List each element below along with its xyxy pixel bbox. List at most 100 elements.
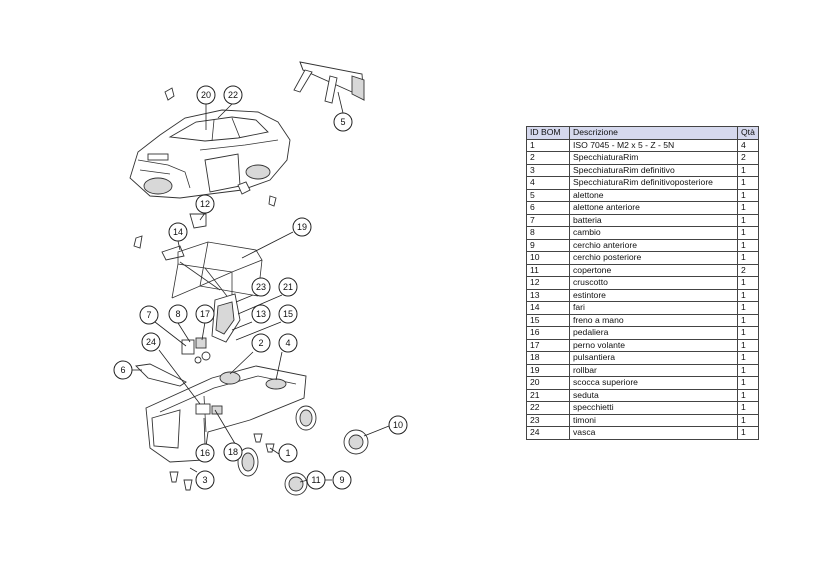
bom-cell-description: pedaliera	[569, 326, 738, 340]
svg-text:3: 3	[202, 475, 207, 485]
bom-cell-description: batteria	[569, 213, 738, 227]
bom-cell-description: pulsantiera	[569, 351, 738, 365]
bom-cell-id: 18	[526, 351, 570, 365]
bom-cell-quantity: 1	[737, 388, 759, 402]
svg-text:7: 7	[146, 310, 151, 320]
bom-cell-quantity: 1	[737, 376, 759, 390]
bom-cell-description: rollbar	[569, 363, 738, 377]
front-splitter	[135, 363, 187, 387]
svg-text:2: 2	[258, 338, 263, 348]
balloon-9: 9	[332, 470, 352, 490]
svg-text:4: 4	[285, 338, 290, 348]
bom-cell-description: SpecchiaturaRim definitivo	[569, 163, 738, 177]
balloon-7: 7	[139, 305, 159, 325]
bom-cell-quantity: 1	[737, 426, 759, 440]
svg-text:8: 8	[175, 309, 180, 319]
bom-cell-id: 1	[526, 138, 570, 152]
svg-text:17: 17	[200, 309, 210, 319]
svg-text:19: 19	[297, 222, 307, 232]
bom-cell-description: vasca	[569, 426, 738, 440]
svg-text:14: 14	[173, 227, 183, 237]
balloon-1: 1	[278, 443, 298, 463]
bom-cell-quantity: 1	[737, 301, 759, 315]
svg-text:6: 6	[120, 365, 125, 375]
bom-header-row: ID BOM Descrizione Qtà	[526, 126, 759, 140]
balloon-20: 20	[196, 85, 216, 105]
bom-cell-description: freno a mano	[569, 313, 738, 327]
svg-text:11: 11	[311, 475, 320, 485]
balloon-10: 10	[388, 415, 408, 435]
bom-header-description: Descrizione	[569, 126, 738, 140]
balloon-17: 17	[195, 304, 215, 324]
bom-cell-quantity: 1	[737, 326, 759, 340]
bom-cell-id: 13	[526, 288, 570, 302]
svg-text:23: 23	[256, 282, 266, 292]
bom-cell-quantity: 1	[737, 226, 759, 240]
wheels	[237, 405, 369, 496]
balloon-4: 4	[278, 333, 298, 353]
balloon-22: 22	[223, 85, 243, 105]
bom-cell-quantity: 1	[737, 163, 759, 177]
bom-cell-description: SpecchiaturaRim	[569, 151, 738, 165]
bom-cell-quantity: 4	[737, 138, 759, 152]
bom-cell-id: 17	[526, 338, 570, 352]
bom-cell-id: 2	[526, 151, 570, 165]
bom-cell-id: 20	[526, 376, 570, 390]
bom-cell-quantity: 1	[737, 201, 759, 215]
svg-text:22: 22	[228, 90, 238, 100]
bom-cell-description: fari	[569, 301, 738, 315]
bom-cell-description: alettone anteriore	[569, 201, 738, 215]
seat-and-controls	[181, 293, 241, 364]
rear-wing	[293, 61, 365, 104]
bom-cell-description: timoni	[569, 413, 738, 427]
chassis-tub	[145, 365, 307, 463]
mirrors	[164, 87, 277, 207]
bom-cell-description: scocca superiore	[569, 376, 738, 390]
balloon-14: 14	[168, 222, 188, 242]
svg-text:24: 24	[146, 337, 156, 347]
screws	[169, 433, 275, 491]
upper-body-shell	[129, 109, 291, 199]
dashboard	[189, 213, 207, 229]
bom-cell-description: estintore	[569, 288, 738, 302]
balloon-23: 23	[251, 277, 271, 297]
bom-cell-description: specchietti	[569, 401, 738, 415]
bom-cell-quantity: 1	[737, 363, 759, 377]
balloon-24: 24	[141, 332, 161, 352]
svg-text:10: 10	[393, 420, 403, 430]
bom-cell-quantity: 2	[737, 151, 759, 165]
svg-text:5: 5	[340, 117, 345, 127]
balloon-5: 5	[333, 112, 353, 132]
svg-text:20: 20	[201, 90, 211, 100]
bom-cell-description: SpecchiaturaRim definitivoposteriore	[569, 176, 738, 190]
bom-cell-description: alettone	[569, 188, 738, 202]
balloon-8: 8	[168, 304, 188, 324]
bom-cell-description: ISO 7045 - M2 x 5 - Z - 5N	[569, 138, 738, 152]
bom-cell-description: perno volante	[569, 338, 738, 352]
rollbar	[171, 241, 263, 310]
balloon-19: 19	[292, 217, 312, 237]
bom-cell-id: 21	[526, 388, 570, 402]
bom-cell-quantity: 1	[737, 251, 759, 265]
svg-text:18: 18	[228, 447, 238, 457]
bom-cell-description: cruscotto	[569, 276, 738, 290]
bom-header-id: ID BOM	[526, 126, 570, 140]
bom-cell-id: 9	[526, 238, 570, 252]
bom-cell-id: 6	[526, 201, 570, 215]
svg-text:9: 9	[339, 475, 344, 485]
bom-cell-id: 11	[526, 263, 570, 277]
